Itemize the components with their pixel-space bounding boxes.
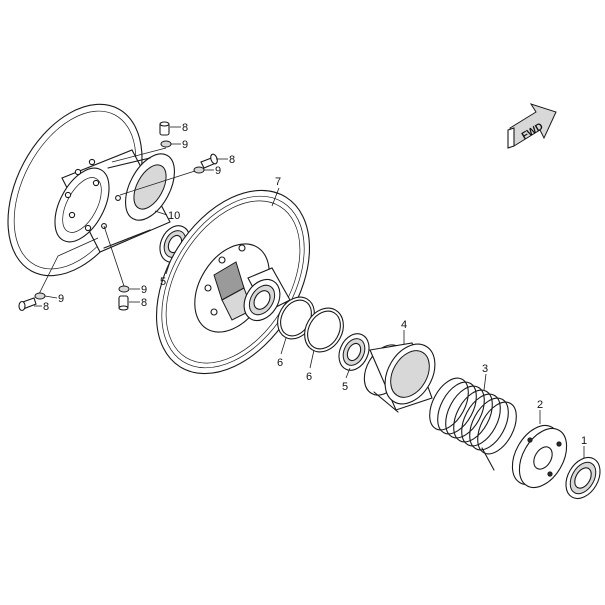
bolt-upper-right: [193, 153, 218, 174]
callout-4: 4: [401, 319, 407, 331]
callout-2: 2: [537, 399, 543, 411]
callout-10: 10: [168, 210, 180, 222]
bolt-lower-left: [18, 292, 46, 312]
leader-lines: [34, 126, 585, 458]
callout-5-upper: 5: [160, 276, 166, 288]
callout-3: 3: [482, 363, 488, 375]
lock-nut: [565, 456, 601, 500]
callout-7: 7: [275, 176, 281, 188]
callout-9-top: 9: [182, 139, 188, 151]
coil-spring: [429, 377, 517, 471]
callout-labels: 1 2 3 4 5 5 6 6 7 8 8 8 8 9 9 9 9 10: [43, 122, 587, 447]
fixed-sheave: [7, 103, 175, 277]
callout-6-b: 6: [306, 371, 312, 383]
guide-lines: [37, 147, 199, 297]
callout-8-left: 8: [43, 301, 49, 313]
callout-9-left: 9: [58, 293, 64, 305]
spring-seat-collar: [363, 342, 436, 413]
callout-1: 1: [581, 435, 587, 447]
o-ring-b: [304, 307, 344, 353]
spring-cap: [511, 424, 568, 489]
oil-seal-lower: [338, 333, 370, 371]
callout-9-right: 9: [215, 165, 221, 177]
callout-5-lower: 5: [342, 381, 348, 393]
callout-6-a: 6: [277, 357, 283, 369]
callout-9-lower: 9: [141, 284, 147, 296]
callout-8-lower: 8: [141, 297, 147, 309]
bolt-lower: [118, 285, 130, 311]
callout-8-top: 8: [182, 122, 188, 134]
forward-direction-arrow: FWD: [507, 103, 557, 149]
bolt-top: [159, 121, 172, 148]
callout-8-right: 8: [229, 154, 235, 166]
